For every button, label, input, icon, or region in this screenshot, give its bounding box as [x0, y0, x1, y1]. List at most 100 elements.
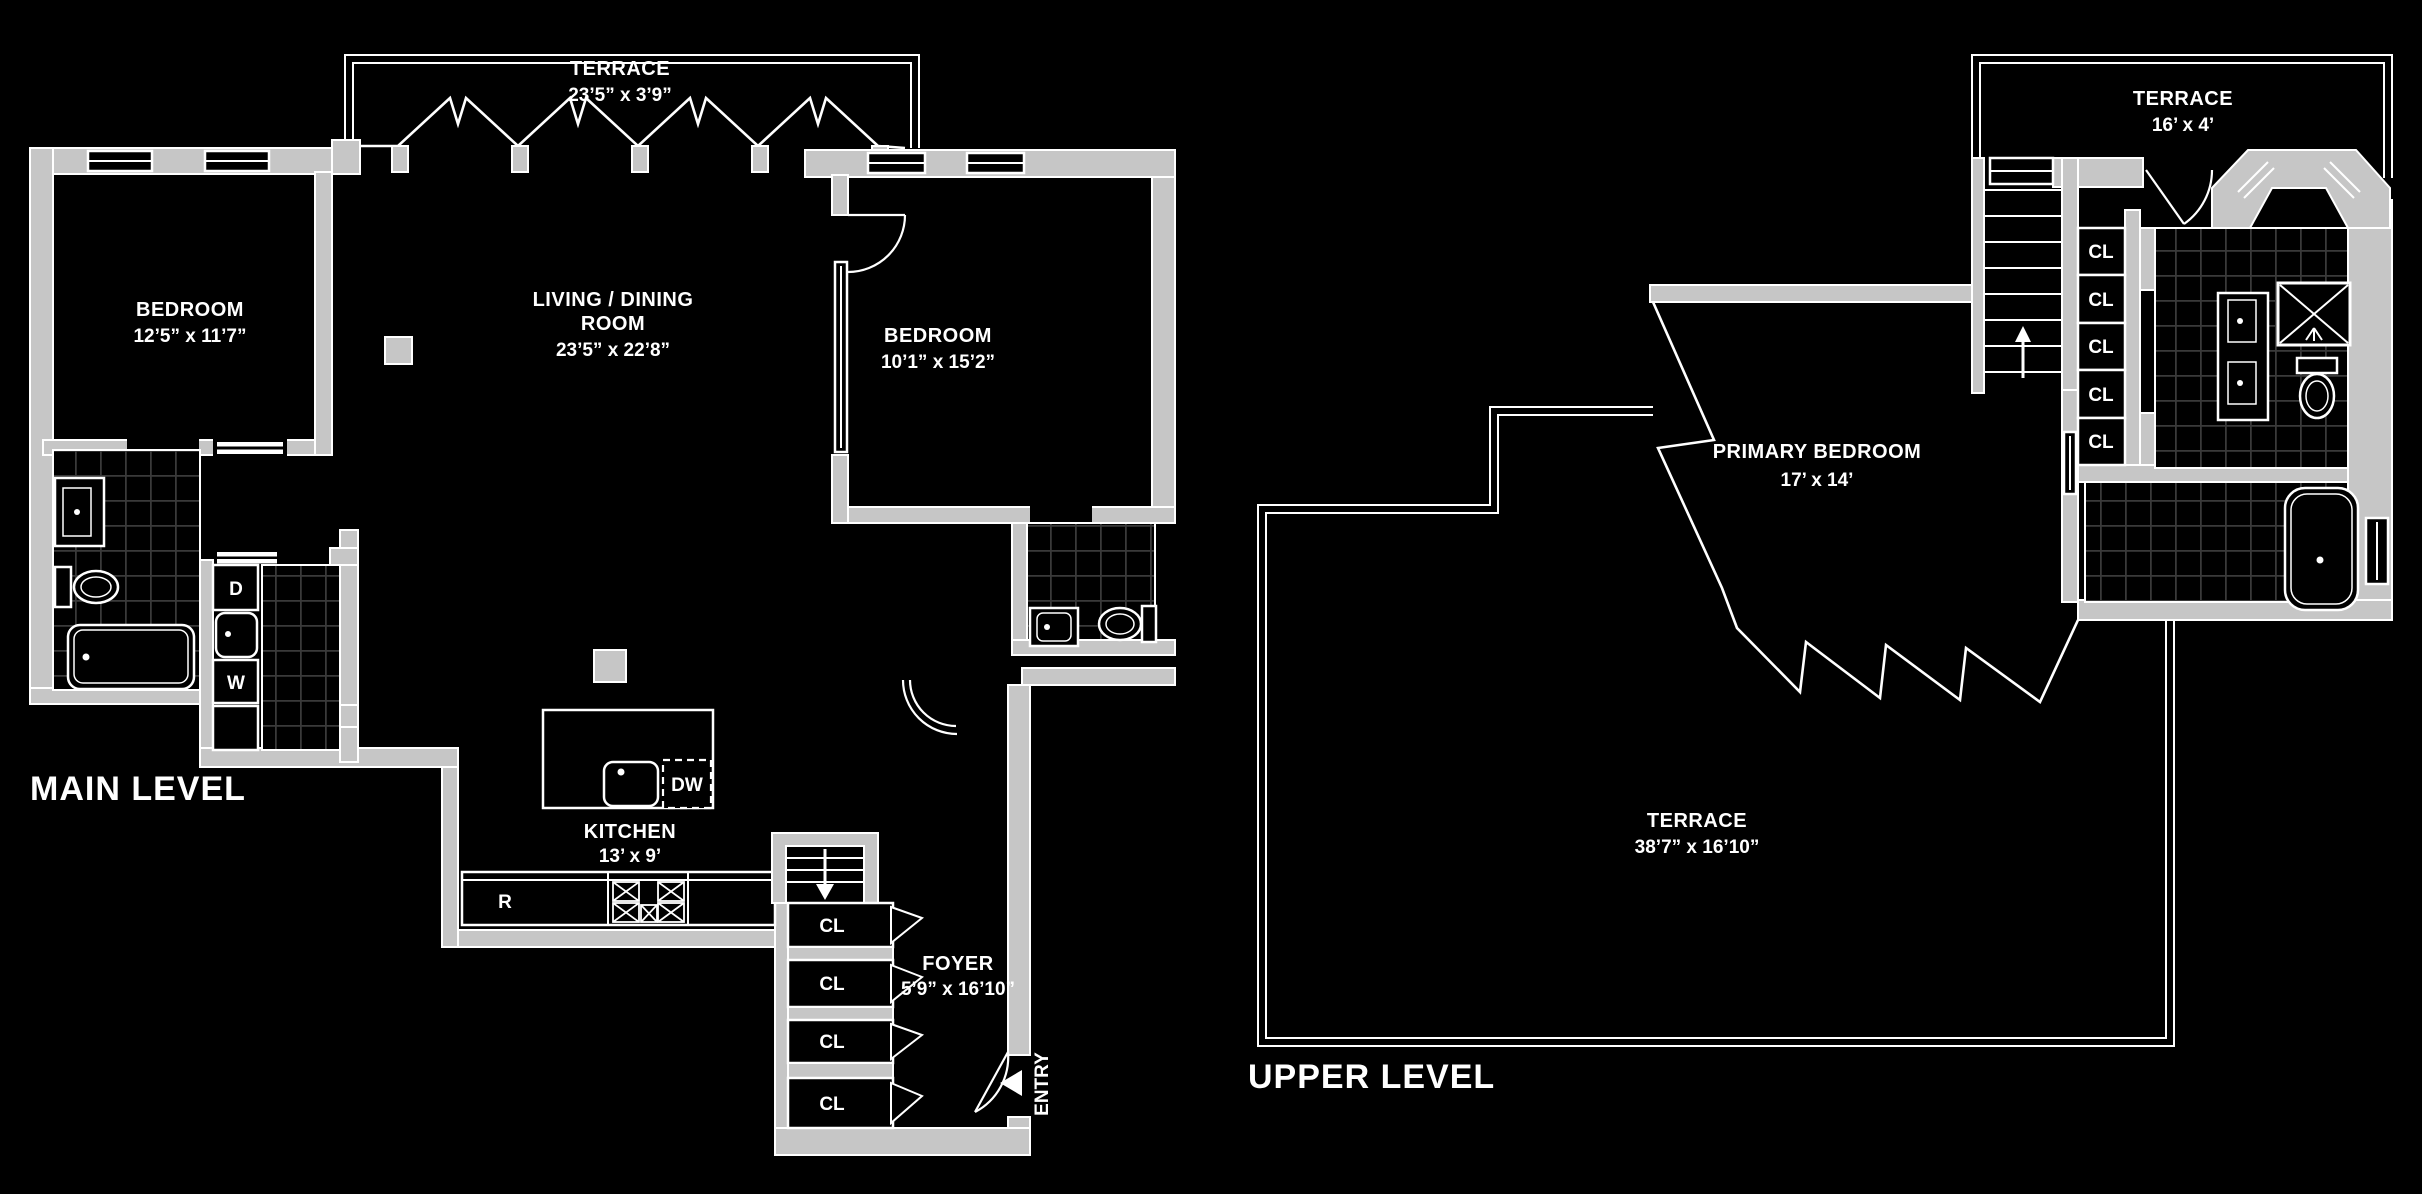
main-terrace — [344, 54, 920, 148]
closet — [2076, 273, 2127, 325]
closet-door — [890, 1022, 925, 1062]
windows — [1988, 156, 2390, 586]
walls — [831, 174, 849, 216]
upper-terrace-top-label: TERRACE — [2133, 88, 2233, 110]
double-vanity — [2216, 291, 2270, 422]
window — [203, 149, 271, 173]
toilet — [1097, 604, 1158, 644]
door-leaf — [217, 442, 283, 447]
glass-door — [833, 260, 849, 454]
foyer — [787, 1006, 894, 1021]
primary-bedroom-label: PRIMARY BEDROOM — [1713, 441, 1922, 463]
vanity-sink — [62, 487, 92, 537]
foyer-dims: 5’9” x 16’10” — [901, 979, 1015, 1000]
wall-post — [511, 145, 529, 173]
entry-door — [974, 1051, 1009, 1113]
closet-label: CL — [2088, 385, 2114, 406]
closet — [2076, 368, 2127, 420]
walls — [441, 766, 459, 948]
range-burners — [612, 881, 685, 923]
upper-terrace-top — [1979, 62, 2385, 178]
walls — [1971, 157, 1985, 394]
door-opening — [213, 438, 287, 458]
walls — [2124, 209, 2141, 471]
main-level-plan: TERRACE 23’5” x 3’9” — [29, 54, 1176, 1156]
closet-cell — [211, 704, 260, 752]
bay-window-wall — [2211, 149, 2391, 229]
kitchen-counter: R — [460, 870, 777, 927]
range-burners — [612, 902, 640, 923]
stairs-main — [771, 832, 879, 904]
primary-bedroom-dims: 17’ x 14’ — [1781, 470, 1854, 491]
foyer — [787, 946, 894, 961]
walls — [831, 454, 849, 524]
upper-terrace-main-dims: 38’7” x 16’10” — [1635, 837, 1760, 858]
main-level-title: MAIN LEVEL — [30, 770, 246, 808]
kitchen-label: KITCHEN — [584, 821, 676, 843]
toilet — [1105, 613, 1135, 635]
closet: CL — [2076, 368, 2127, 420]
shower — [2276, 281, 2352, 347]
shower-head-icon — [2305, 327, 2315, 341]
walls — [1649, 284, 1973, 303]
shower-floor — [261, 564, 341, 751]
vanity-sink — [74, 509, 80, 515]
vanity-sink — [1036, 612, 1072, 642]
upper-terrace-main — [1265, 414, 2167, 1039]
foyer — [787, 1062, 894, 1079]
closet: CL — [2076, 321, 2127, 372]
double-vanity — [2227, 299, 2257, 343]
walls — [29, 147, 346, 175]
bathtub — [73, 629, 189, 684]
door-leaf — [217, 449, 283, 454]
stairs-upper — [1984, 189, 2062, 378]
laundry-sink — [214, 611, 259, 659]
living-room-label2: ROOM — [581, 313, 645, 335]
closet-label: CL — [819, 974, 845, 995]
range-burners — [640, 904, 658, 923]
living-room-dims: 23’5” x 22’8” — [556, 340, 670, 361]
closet — [2076, 226, 2127, 277]
doors — [2183, 169, 2214, 225]
main-terrace-label: TERRACE — [570, 58, 670, 80]
toilet — [72, 569, 120, 605]
wall-post — [751, 145, 769, 173]
toilet — [53, 565, 120, 609]
walls — [774, 1127, 1031, 1156]
foyer: CL CL CL CL FOYER 5’9” x 16’10” — [786, 901, 1053, 1130]
upper-terrace-main-label: TERRACE — [1647, 810, 1747, 832]
walls — [314, 171, 333, 456]
closet — [786, 1076, 895, 1130]
closet-label: CL — [819, 916, 845, 937]
closet: CL — [786, 1076, 924, 1130]
entry-door — [974, 1051, 1010, 1113]
bedroom-glass-wall — [1651, 301, 2080, 704]
upper-level-title: UPPER LEVEL — [1248, 1058, 1495, 1096]
range-burners — [612, 902, 640, 923]
bathtub — [66, 623, 196, 691]
range-burners — [612, 881, 640, 902]
island-sink — [602, 760, 660, 808]
dishwasher — [661, 758, 713, 810]
vanity-sink — [1028, 606, 1080, 648]
kitchen: DW KITCHEN 13’ x 9’ R — [460, 708, 777, 927]
upper-terrace-main: TERRACE 38’7” x 16’10” — [1257, 406, 2175, 1047]
shower-head-icon — [2305, 327, 2323, 341]
bathroom-main-left — [52, 449, 201, 691]
living-room-label: LIVING / DINING — [533, 289, 694, 311]
window — [866, 151, 927, 175]
walls — [2061, 389, 2079, 603]
walls — [29, 139, 1176, 1156]
upper-terrace-main — [1257, 406, 2175, 1047]
upper-terrace-top-dims: 16’ x 4’ — [2152, 115, 2214, 136]
bathtub — [2283, 486, 2360, 612]
curved-wall — [908, 679, 957, 728]
toilet — [2295, 356, 2339, 420]
wall-post — [391, 145, 409, 173]
range-burners — [657, 881, 685, 902]
windows — [2237, 161, 2269, 193]
vanity-sink — [1028, 606, 1080, 648]
closet-label: CL — [2088, 290, 2114, 311]
bedroom-left-dims: 12’5” x 11’7” — [133, 326, 246, 347]
